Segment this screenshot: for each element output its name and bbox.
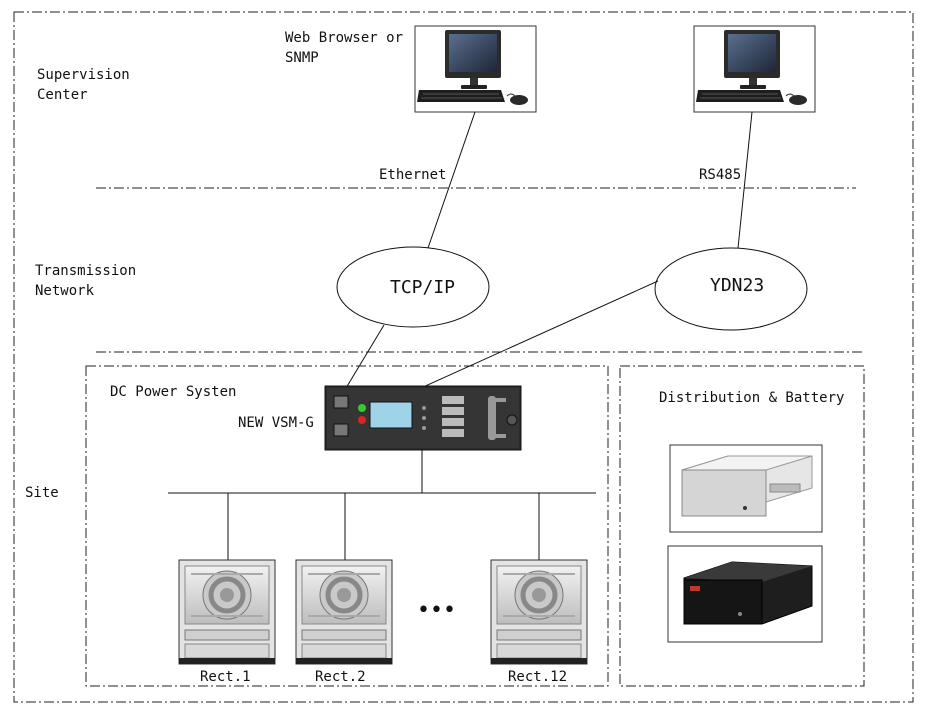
rs485-client-computer-icon bbox=[693, 25, 816, 113]
zone-label-transmission-1: Transmission bbox=[35, 263, 136, 279]
battery-unit-icon bbox=[667, 545, 823, 643]
web-client-label-2: SNMP bbox=[285, 50, 319, 66]
distribution-unit-icon bbox=[669, 444, 823, 533]
distribution-title: Distribution & Battery bbox=[659, 390, 844, 406]
rectifier-1-label: Rect.1 bbox=[200, 669, 251, 685]
rs485-label: RS485 bbox=[699, 167, 741, 183]
zone-label-site: Site bbox=[25, 485, 59, 501]
rectifier-1-icon bbox=[179, 560, 275, 664]
rectifier-2-label: Rect.2 bbox=[315, 669, 366, 685]
rectifier-12-label: Rect.12 bbox=[508, 669, 567, 685]
zone-label-supervision-1: Supervision bbox=[37, 67, 130, 83]
rectifier-2-icon bbox=[296, 560, 392, 664]
distribution-battery-box bbox=[619, 365, 865, 687]
rectifier-12-icon bbox=[491, 560, 587, 664]
outer-boundary bbox=[13, 11, 914, 703]
controller-unit-icon bbox=[324, 385, 522, 451]
dc-power-system-box bbox=[85, 365, 609, 687]
tcpip-label: TCP/IP bbox=[390, 277, 455, 298]
ethernet-label: Ethernet bbox=[379, 167, 446, 183]
dc-power-title: DC Power Systen bbox=[110, 384, 236, 400]
zone-label-supervision-2: Center bbox=[37, 87, 88, 103]
zone-label-transmission-2: Network bbox=[35, 283, 95, 299]
rectifier-ellipsis: ••• bbox=[417, 598, 456, 623]
web-client-label-1: Web Browser or bbox=[285, 30, 403, 46]
web-client-computer-icon bbox=[414, 25, 537, 113]
controller-label: NEW VSM-G bbox=[238, 415, 314, 431]
ydn23-network bbox=[654, 247, 808, 331]
ethernet-link bbox=[427, 111, 476, 249]
rs485-link bbox=[737, 111, 753, 249]
ydn23-label: YDN23 bbox=[710, 275, 764, 296]
tcpip-network bbox=[336, 246, 490, 328]
